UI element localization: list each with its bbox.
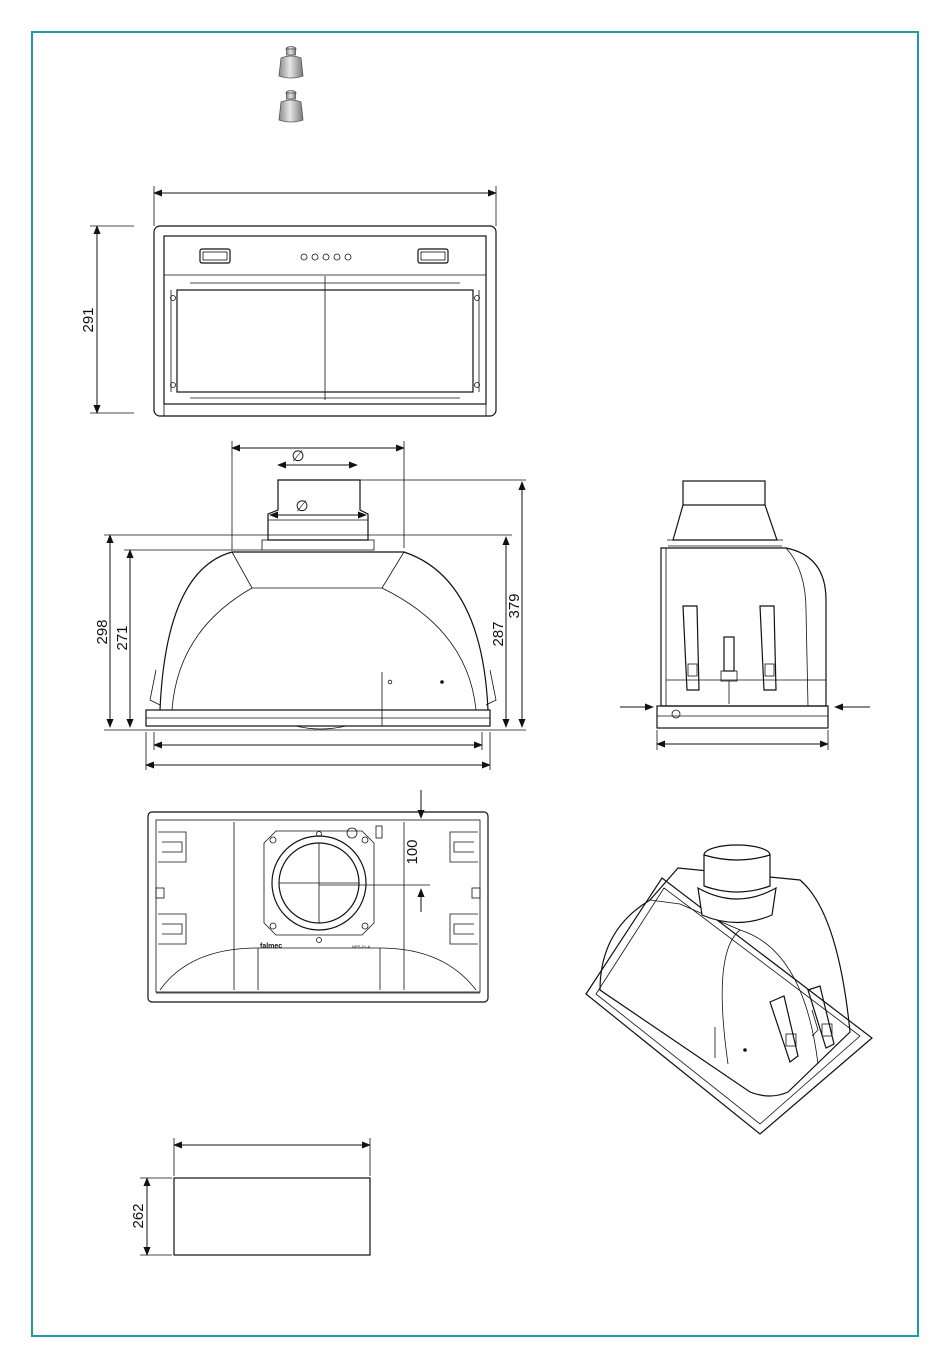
end-view bbox=[620, 481, 870, 750]
dim-side-height-outer: 298 bbox=[94, 619, 111, 644]
weight-icon bbox=[279, 91, 303, 123]
dim-filter-height: 262 bbox=[130, 1203, 147, 1228]
front-view: 291 bbox=[80, 186, 496, 416]
brand-logo: falmec bbox=[260, 943, 282, 950]
top-view: falmec NRS-01-A 100 bbox=[148, 790, 488, 1002]
weight-icon bbox=[279, 47, 303, 79]
model-label: NRS-01-A bbox=[352, 944, 371, 949]
isometric-view bbox=[586, 845, 872, 1134]
dim-inner-diameter-symbol: ∅ bbox=[295, 498, 308, 515]
dim-outer-diameter-symbol: ∅ bbox=[291, 448, 304, 465]
page-border bbox=[32, 32, 918, 1336]
dim-front-height: 291 bbox=[80, 307, 97, 332]
dim-side-height-right-inner: 287 bbox=[490, 621, 507, 646]
dim-bottom-offset: 100 bbox=[404, 839, 421, 864]
filter-panel: 262 bbox=[130, 1138, 370, 1255]
dim-side-height-inner: 271 bbox=[114, 625, 131, 650]
side-view: ∅ ∅ 298 271 287 379 bbox=[94, 441, 526, 770]
dim-side-height-right-outer: 379 bbox=[506, 593, 523, 618]
